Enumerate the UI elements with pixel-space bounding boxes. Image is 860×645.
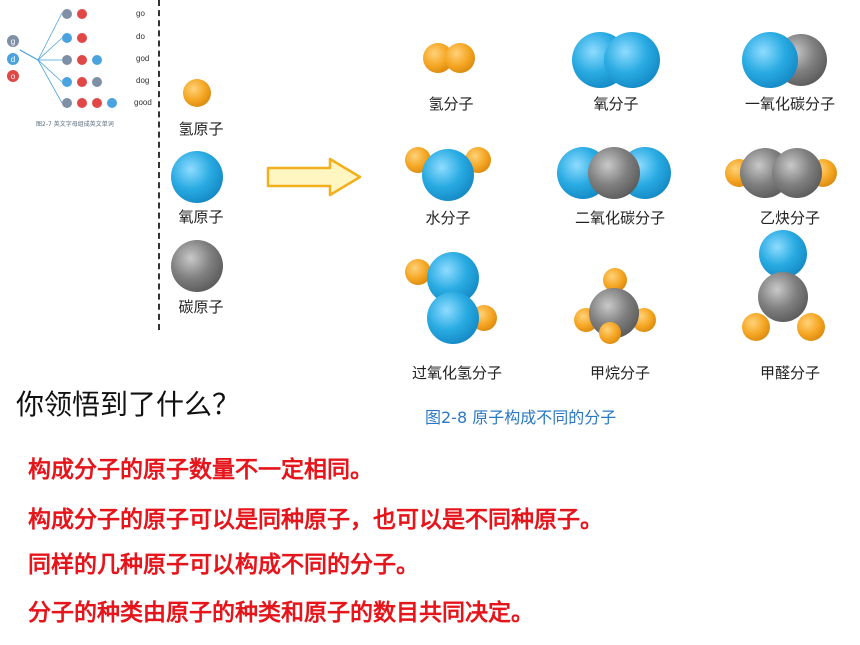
carbon-atom (171, 240, 223, 292)
atom-label-carbon: 碳原子 (178, 298, 224, 316)
word-row-god (62, 55, 102, 65)
molecule-label-carbon-dioxide: 二氧化碳分子 (574, 209, 666, 227)
word-label-good: good (134, 98, 152, 107)
conclusion-line-1: 构成分子的原子数量不一定相同。 (28, 457, 373, 483)
molecule-label-acetylene: 乙炔分子 (759, 209, 821, 227)
oxygen-atom (171, 151, 223, 203)
word-panel-letters: g d o (7, 9, 117, 108)
carbon-dioxide-molecule (557, 147, 671, 199)
atom-label-hydrogen: 氢原子 (178, 120, 224, 138)
molecule-label-carbon-monoxide: 一氧化碳分子 (744, 95, 836, 113)
formaldehyde-molecule (742, 230, 825, 341)
svg-text:g: g (11, 37, 15, 46)
word-label-dog: dog (136, 76, 150, 85)
word-row-go (62, 9, 87, 19)
word-row-do (62, 33, 87, 43)
word-label-go: go (136, 9, 145, 18)
word-row-good (62, 98, 117, 108)
water-molecule (405, 147, 491, 201)
oxygen-molecule (572, 32, 660, 88)
hydrogen-atom (183, 79, 211, 107)
conclusion-line-3: 同样的几种原子可以构成不同的分子。 (28, 552, 419, 578)
molecule-label-hydrogen: 氢分子 (428, 95, 474, 113)
svg-text:d: d (11, 55, 15, 64)
acetylene-molecule (725, 148, 837, 198)
methane-molecule (574, 268, 656, 344)
molecule-label-oxygen: 氧分子 (593, 95, 639, 113)
dashed-divider (158, 0, 160, 330)
svg-text:o: o (11, 72, 16, 81)
conclusion-line-2: 构成分子的原子可以是同种原子，也可以是不同种原子。 (28, 507, 603, 533)
word-row-dog (62, 77, 102, 87)
molecule-label-water: 水分子 (425, 209, 471, 227)
atom-label-oxygen: 氧原子 (178, 208, 224, 226)
word-label-do: do (136, 32, 145, 41)
conclusion-line-4: 分子的种类由原子的种类和原子的数目共同决定。 (28, 600, 534, 626)
carbon-monoxide-molecule (742, 32, 827, 88)
letter-connector-lines (19, 12, 63, 104)
molecule-label-hydrogen-peroxide: 过氧化氢分子 (411, 364, 503, 382)
word-panel-caption: 图2-7 英文字母组成英文单词 (36, 121, 114, 128)
letter-g-circle: g (7, 35, 19, 47)
question-heading: 你领悟到了什么？ (16, 388, 241, 421)
right-arrow-icon (266, 157, 362, 197)
word-label-god: god (136, 54, 150, 63)
molecule-label-formaldehyde: 甲醛分子 (759, 364, 821, 382)
letter-d-circle: d (7, 53, 19, 65)
molecule-label-methane: 甲烷分子 (589, 364, 651, 382)
hydrogen-peroxide-molecule (405, 252, 497, 344)
hydrogen-molecule (423, 43, 475, 73)
letter-o-circle: o (7, 70, 19, 82)
figure-caption: 图2-8 原子构成不同的分子 (425, 408, 617, 427)
